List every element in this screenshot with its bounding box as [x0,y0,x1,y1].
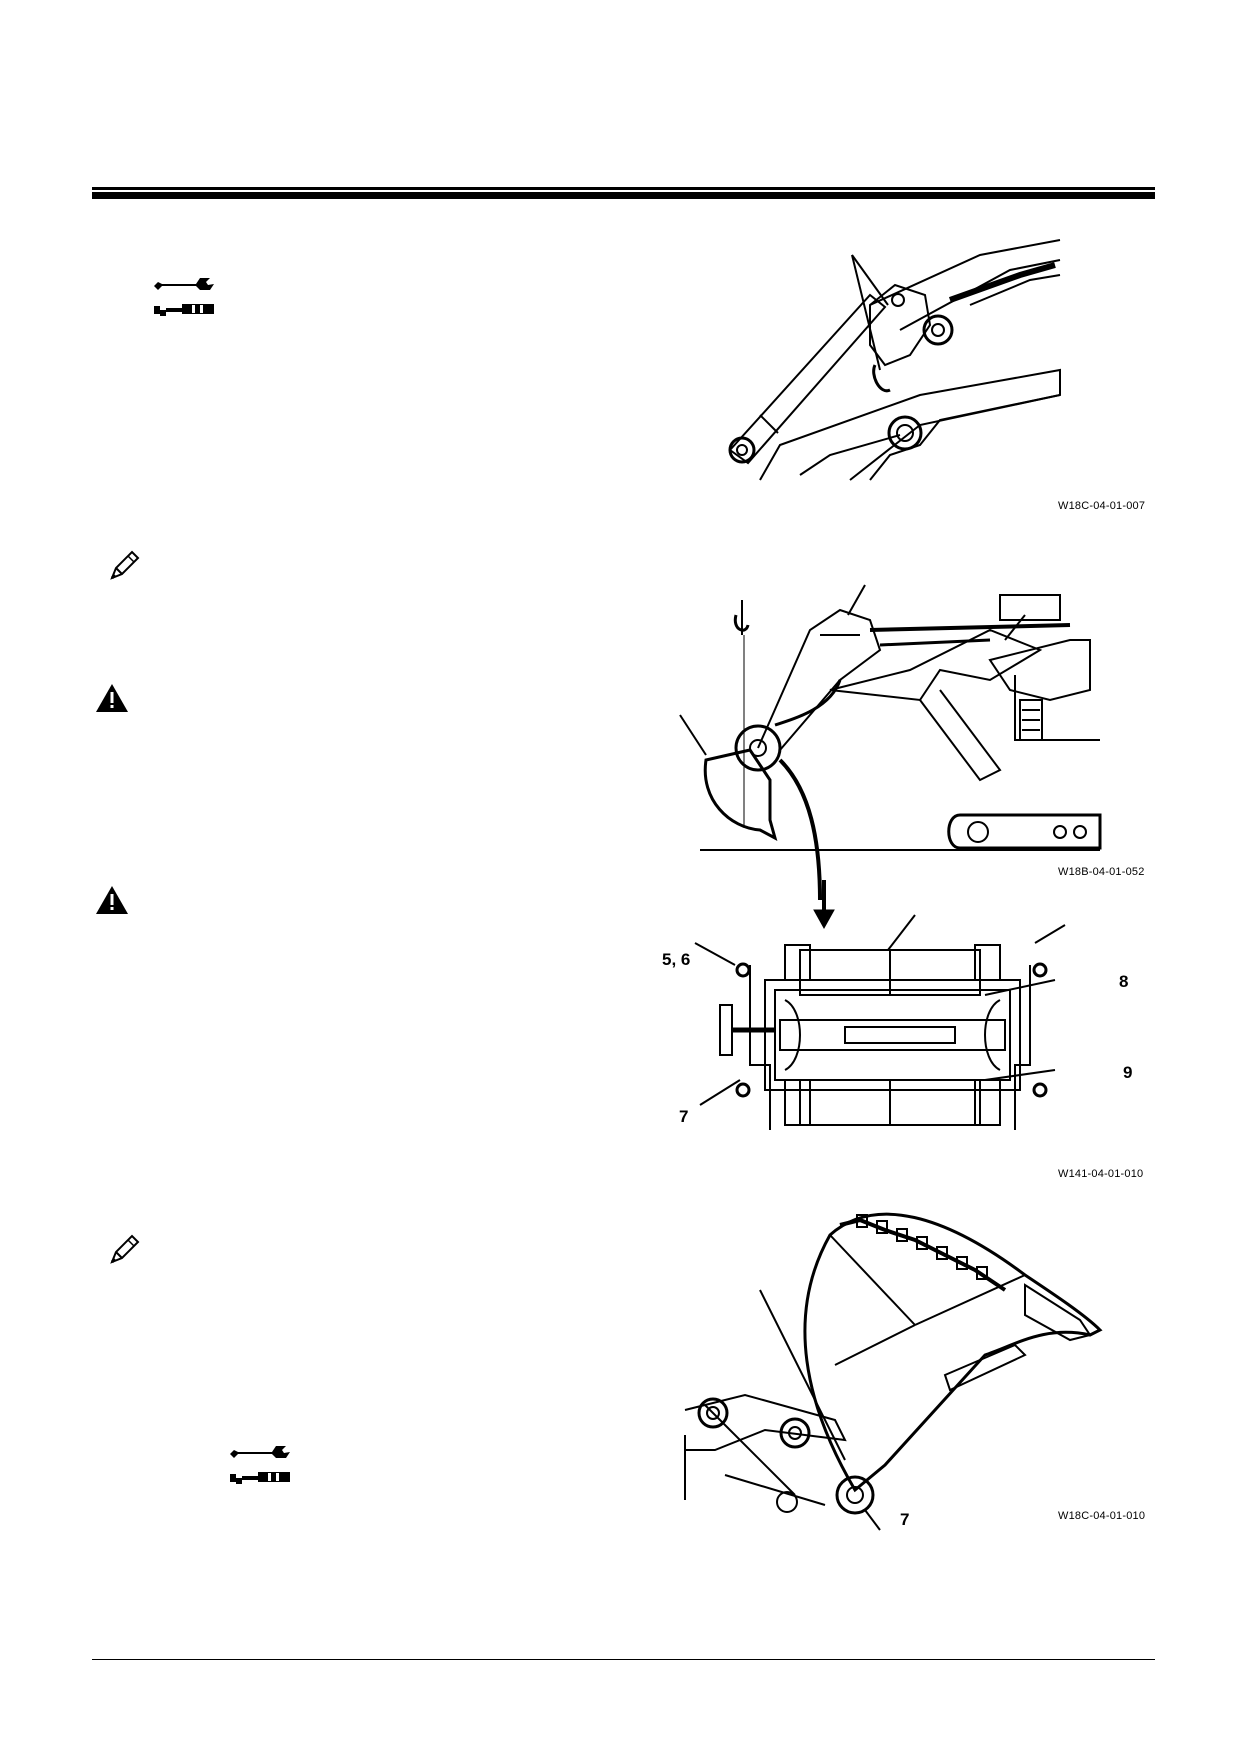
connector-arrow [810,880,840,930]
callout-8: 8 [1119,972,1129,991]
figure-caption: W18B-04-01-052 [1058,866,1145,878]
note-pencil-icon [108,548,142,582]
tool-icon-group-1 [152,272,216,324]
callout-7-bucket: 7 [900,1510,910,1529]
wrench-icon [230,1446,290,1484]
figure-pin-top-view [694,914,1085,1160]
callout-7: 7 [679,1107,689,1126]
warning-icon [94,884,130,916]
wrench-icon [154,278,214,316]
figure-caption: W141-04-01-010 [1058,1168,1144,1180]
header-rule-thin [92,187,1155,190]
figure-bucket-linkage [684,1205,1105,1531]
note-pencil-icon [108,1232,142,1266]
footer-rule [92,1659,1155,1660]
figure-caption: W18C-04-01-010 [1058,1510,1146,1522]
callout-9: 9 [1123,1063,1133,1082]
figure-excavator-side [670,580,1102,901]
tool-icon-group-2 [228,1440,292,1492]
figure-caption: W18C-04-01-007 [1058,500,1146,512]
figure-arm-joint [720,239,1061,485]
warning-icon [94,682,130,714]
callout-5-6: 5, 6 [662,950,691,969]
header-rule-thick [92,192,1155,199]
